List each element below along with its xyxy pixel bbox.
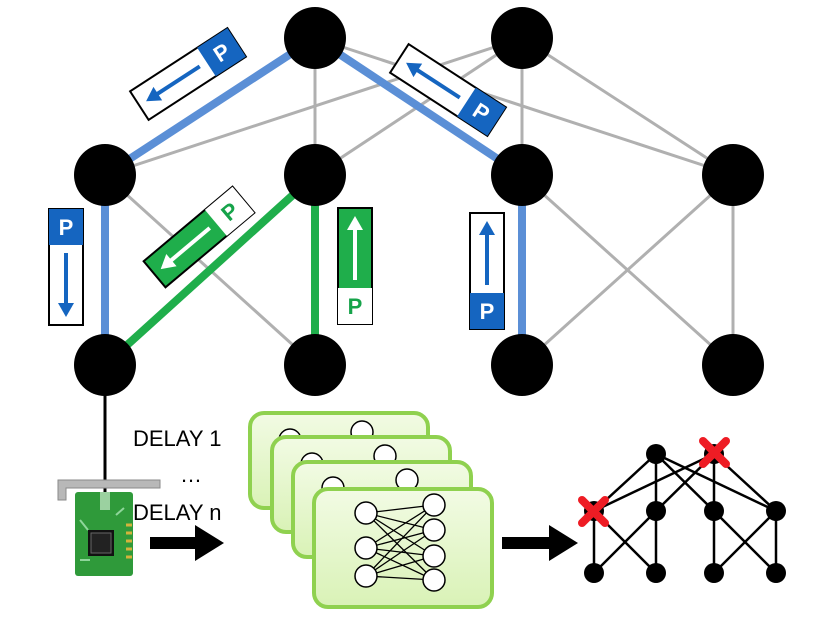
packet-top-left: P xyxy=(128,26,248,122)
arrow-right-icon xyxy=(502,525,578,561)
path-agg2-tor1 xyxy=(101,171,319,369)
packet-label: P xyxy=(348,294,363,319)
tor-node-2 xyxy=(284,334,346,396)
packet-left-vertical: P xyxy=(48,208,84,326)
delay-1-label: DELAY 1 xyxy=(133,426,221,451)
delay-n-label: DELAY n xyxy=(133,500,221,525)
switch-nodes xyxy=(74,7,764,396)
link-spine2-agg1 xyxy=(104,36,523,177)
agg-node-4 xyxy=(702,144,764,206)
green-path xyxy=(101,171,319,369)
model-card-front xyxy=(312,487,494,609)
blue-path xyxy=(101,34,526,369)
packet-top-right: P xyxy=(388,42,508,138)
path-spine1-agg1 xyxy=(101,34,319,179)
agg-node-2 xyxy=(284,144,346,206)
nic-card-icon xyxy=(57,479,161,576)
packet-label: P xyxy=(480,299,495,324)
link-spine1-agg4 xyxy=(314,36,734,177)
link-spine2-agg4 xyxy=(521,36,734,177)
packet-green-diagonal: P xyxy=(142,185,256,289)
red-x-icon xyxy=(578,496,609,527)
red-x-icon xyxy=(699,437,730,468)
agg-node-3 xyxy=(491,144,553,206)
spine-node-1 xyxy=(284,7,346,69)
model-stack xyxy=(248,411,494,609)
path-spine1-agg3 xyxy=(311,34,526,179)
mini-topology xyxy=(578,437,786,583)
packet-right-vertical: P xyxy=(469,212,505,330)
spine-node-2 xyxy=(491,7,553,69)
gray-links xyxy=(103,36,735,367)
tor-node-1 xyxy=(74,334,136,396)
link-agg4-tor3 xyxy=(520,173,735,367)
agg-node-1 xyxy=(74,144,136,206)
tor-node-3 xyxy=(491,334,553,396)
packet-label: P xyxy=(59,215,74,240)
arrow-right-icon xyxy=(150,525,224,561)
tor-node-4 xyxy=(702,334,764,396)
delay-ellipsis-label: … xyxy=(180,462,202,487)
packet-green-vertical: P xyxy=(337,207,373,325)
